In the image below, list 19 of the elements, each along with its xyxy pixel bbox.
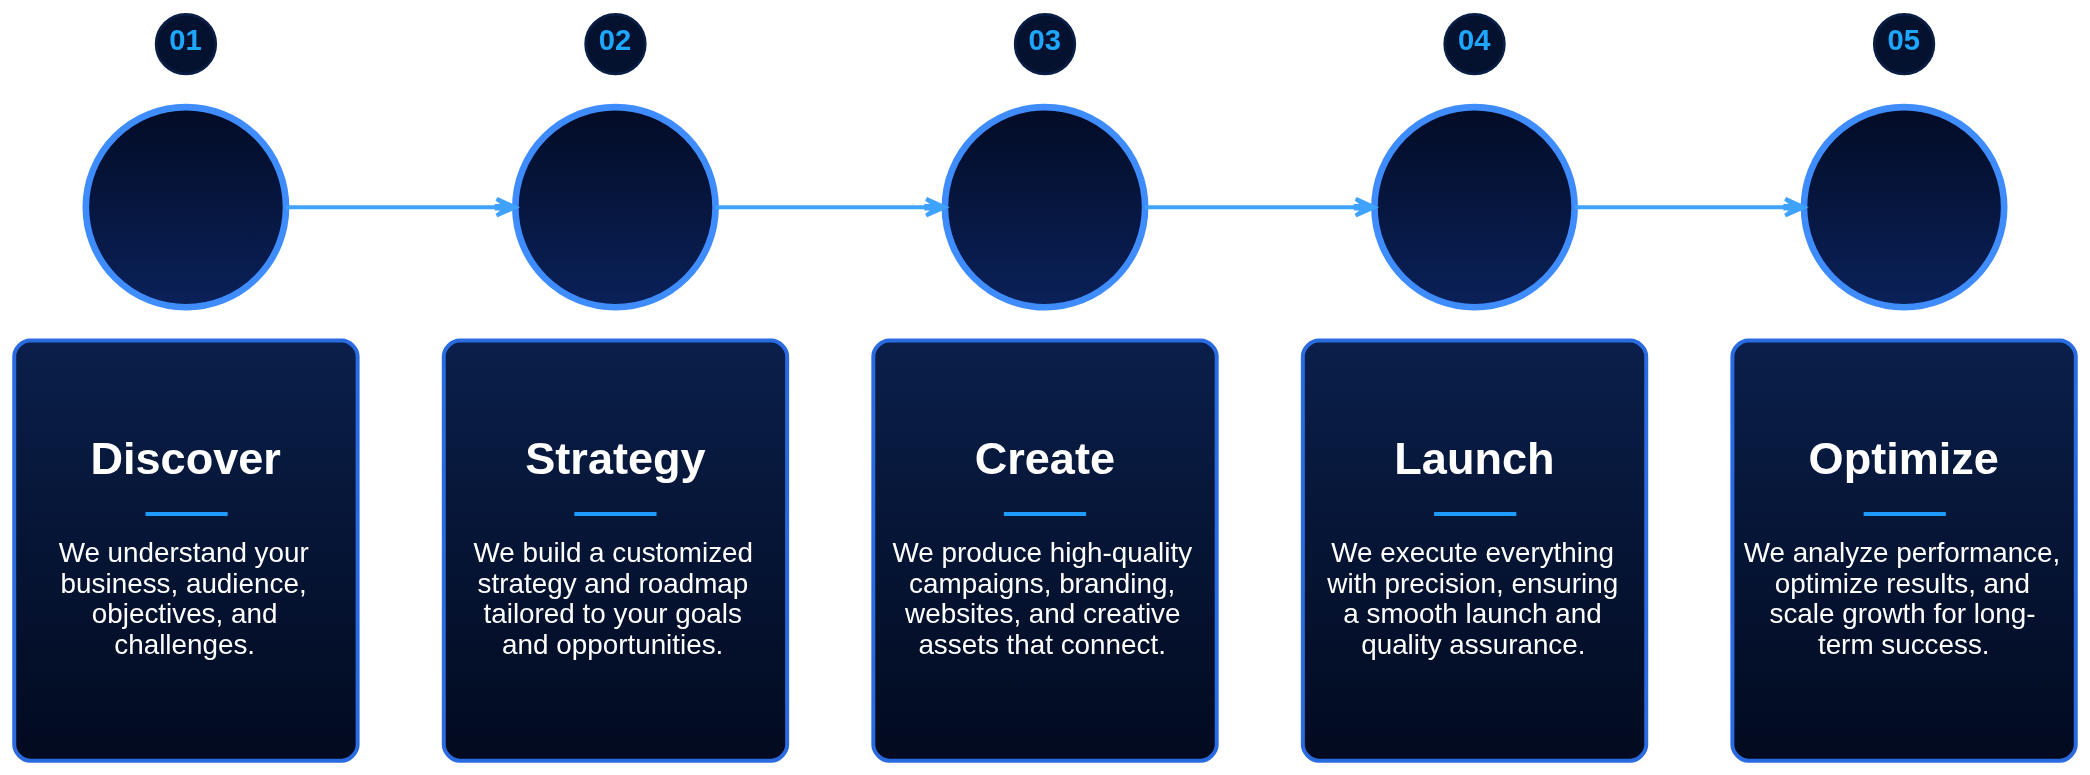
node-box: Discover We understand your business, audience, objectives, and challenges. bbox=[12, 338, 360, 763]
node-circle bbox=[512, 103, 719, 311]
node-circle bbox=[1371, 103, 1578, 311]
arrow bbox=[1145, 196, 1377, 218]
node-circle bbox=[1800, 103, 2008, 311]
node-box: Optimize We analyze performance, optimize results, and scale growth for long-term success. bbox=[1730, 338, 2078, 763]
arrow bbox=[1574, 196, 1806, 218]
node-circle bbox=[82, 103, 290, 311]
node-circle: 03 bbox=[1013, 12, 1077, 76]
node-circle: 04 bbox=[1443, 12, 1506, 76]
node-circle: 01 bbox=[154, 12, 218, 76]
node-box: Strategy We build a customized strategy and roadmap tailored to your goals and opportunities. bbox=[441, 338, 790, 763]
node-circle bbox=[941, 103, 1149, 311]
arrow bbox=[286, 196, 518, 218]
node-box: Create We produce high-quality campaigns, branding, websites, and creative assets that connect. bbox=[871, 338, 1219, 763]
node-circle: 05 bbox=[1872, 12, 1936, 76]
node-circle: 02 bbox=[584, 12, 647, 76]
arrow bbox=[715, 196, 947, 218]
node-box: Launch We execute everything with precision, ensuring a smooth launch and quality assurance. bbox=[1300, 338, 1649, 763]
